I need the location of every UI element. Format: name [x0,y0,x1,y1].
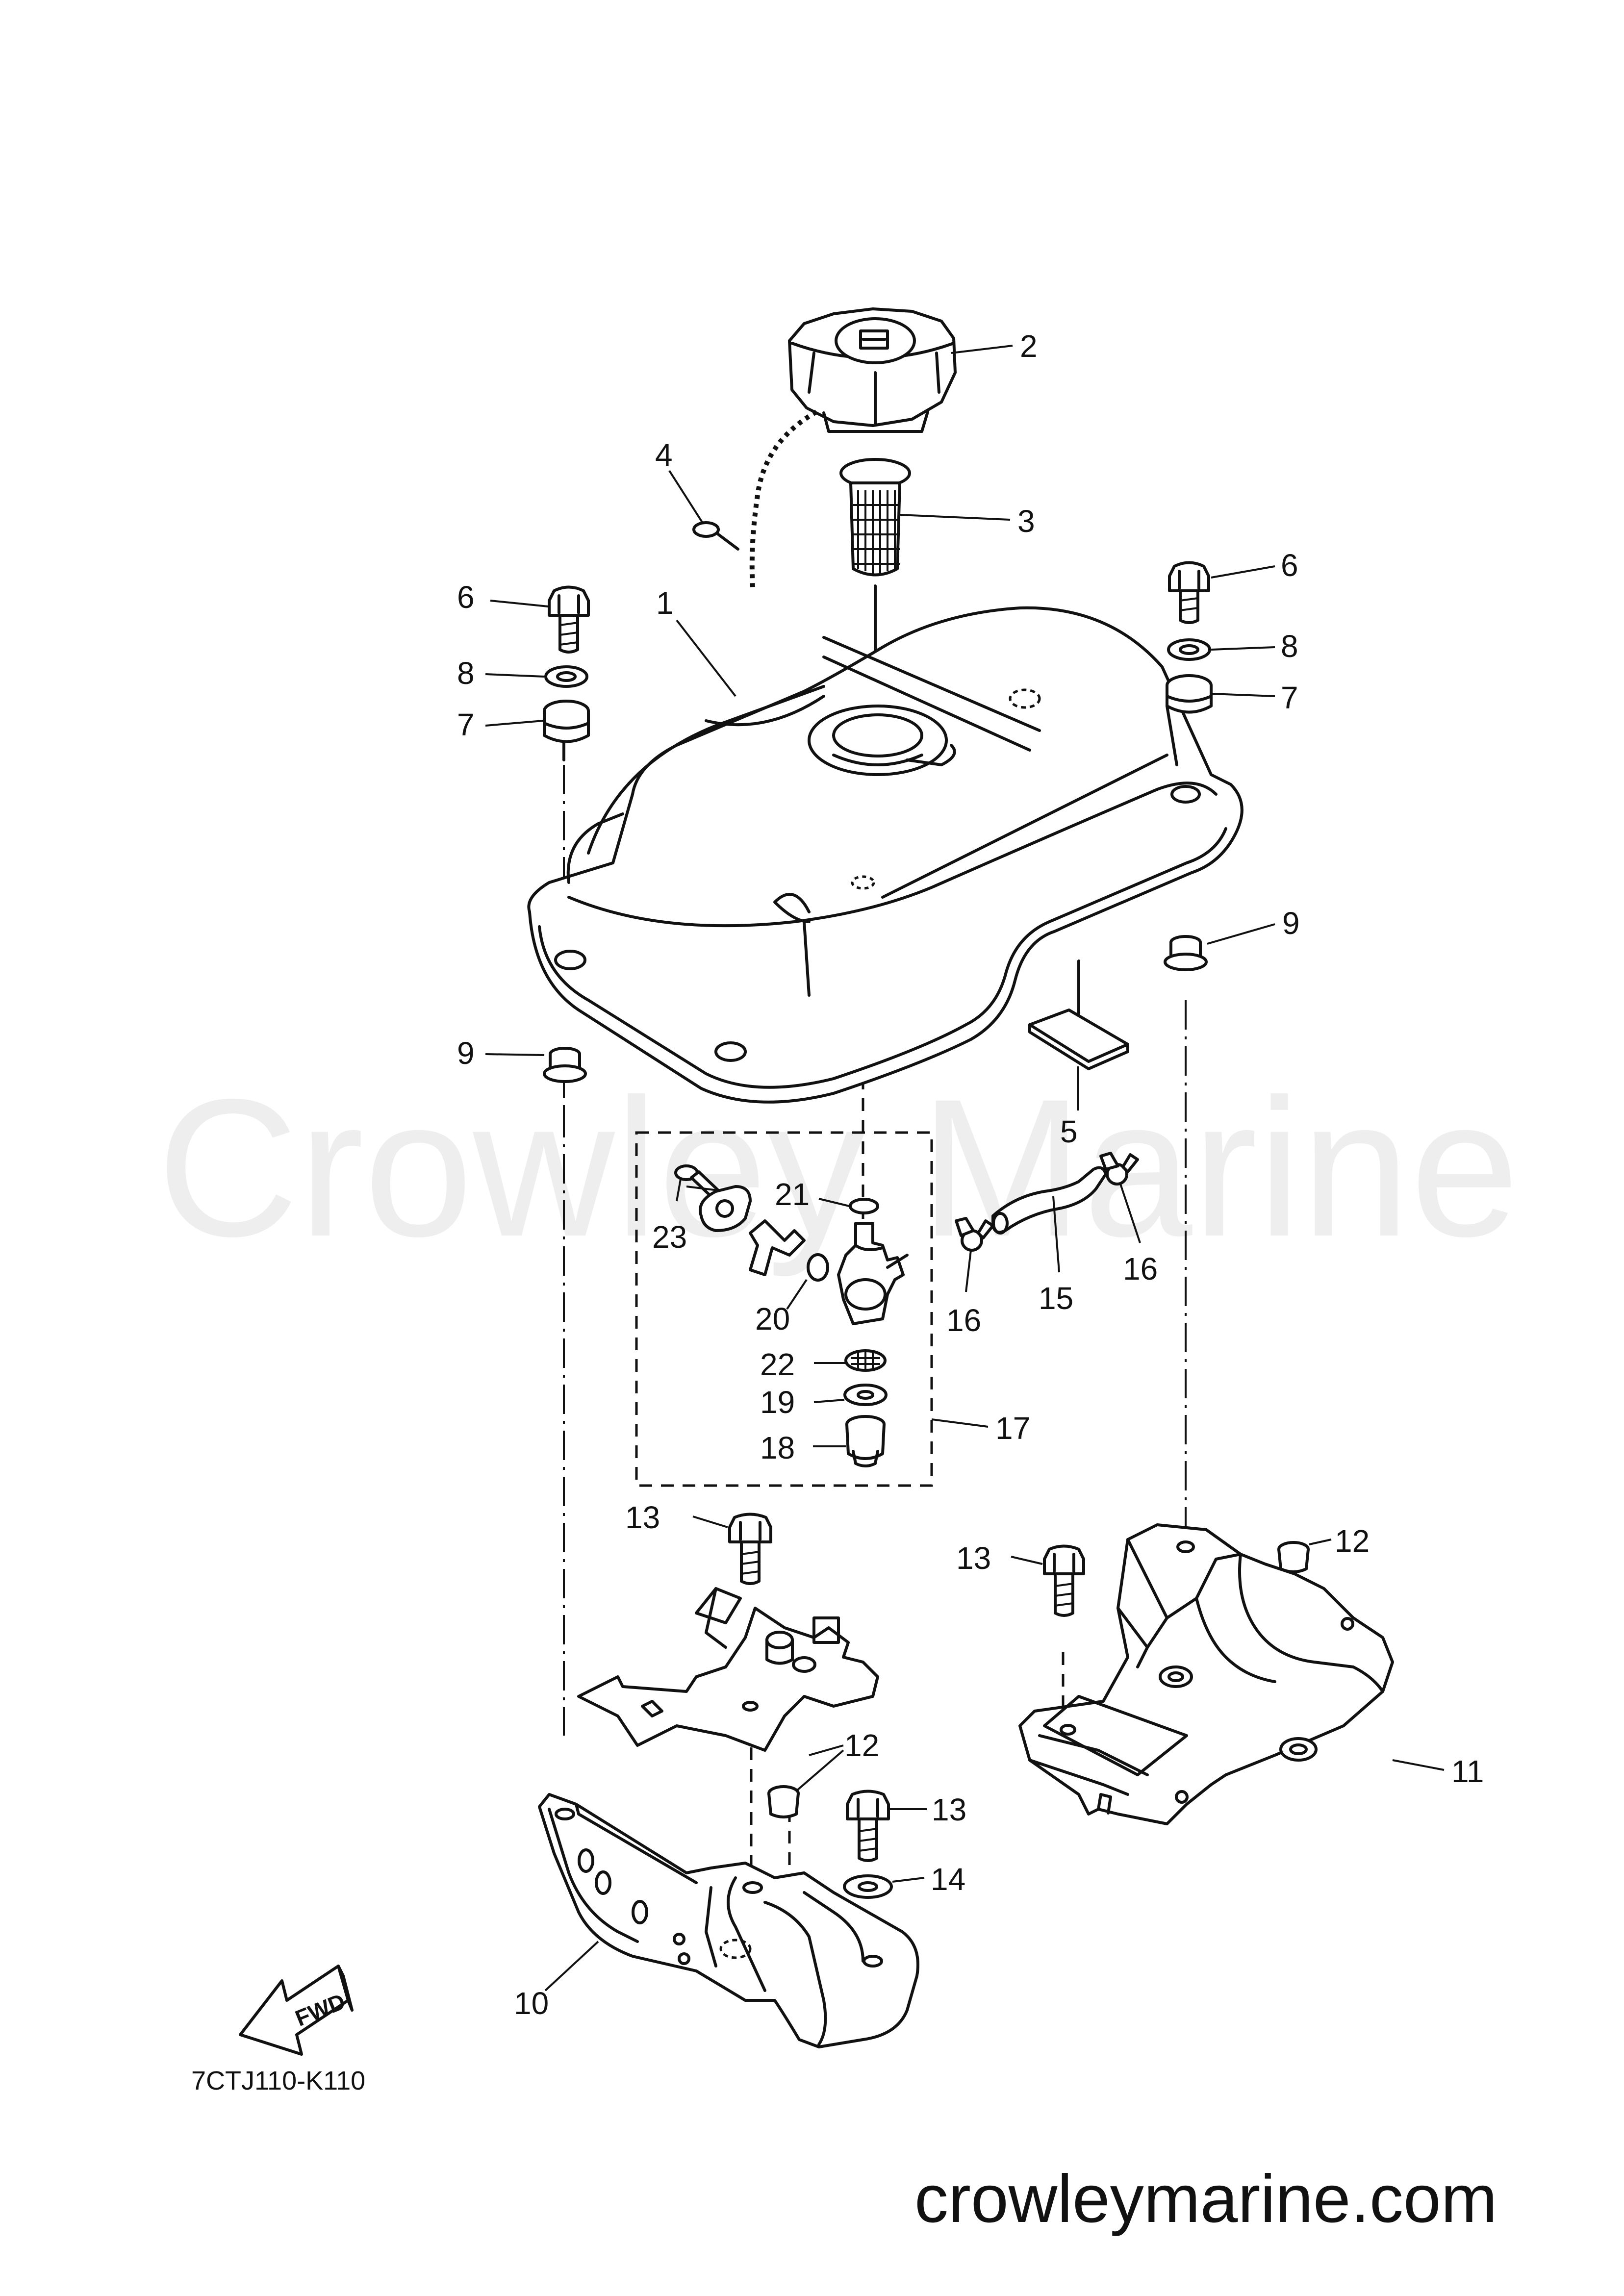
callout-3: 3 [1017,504,1035,539]
leader-lines [485,345,1445,1992]
callout-16-left: 16 [946,1303,981,1338]
washer-8-left [544,665,588,688]
callout-8-left: 8 [457,656,475,691]
callout-15: 15 [1039,1281,1073,1316]
fwd-direction-arrow: FWD [239,1965,354,2056]
callout-7-right: 7 [1281,680,1298,715]
bolt-13-center [728,1513,772,1585]
fuel-cap [788,307,957,433]
callout-6-left: 6 [457,580,475,615]
cap-12-lower [767,1785,800,1818]
cup-18 [845,1415,886,1467]
callout-12-right: 12 [1335,1523,1370,1559]
tank-pad [1028,1009,1129,1070]
bolt-13-right-bracket [1043,1544,1085,1617]
cock-plate [699,1185,752,1232]
callout-4: 4 [655,437,673,473]
callout-14: 14 [931,1862,965,1897]
cock-lever [749,1219,806,1276]
callout-18: 18 [760,1430,795,1465]
watermark: Crowley Marine [157,1058,1520,1279]
callout-9-right: 9 [1282,906,1300,941]
callout-5: 5 [1060,1114,1078,1149]
chain-washer [692,521,739,551]
callout-22: 22 [760,1347,795,1382]
cap-12-right [1277,1541,1310,1573]
grommet-7-right [1166,674,1213,714]
gasket-19 [843,1384,888,1406]
cap-chain [749,409,818,589]
callout-11: 11 [1451,1754,1484,1789]
collar-9-right [1164,935,1208,971]
callout-2: 2 [1020,328,1038,364]
site-footer-url: crowleymarine.com [914,2161,1497,2237]
callout-21: 21 [775,1177,810,1212]
callout-13-center: 13 [625,1500,660,1535]
o-ring-21 [849,1198,879,1214]
washer-8-right [1167,638,1211,661]
diagram-code: 7CTJ110-K110 [191,2066,365,2095]
washer-14 [843,1874,893,1899]
callout-8-right: 8 [1281,629,1298,664]
callout-10: 10 [514,1986,549,2021]
callout-6-right: 6 [1281,548,1298,583]
center-bracket [577,1587,879,1752]
mount-bracket-10 [538,1793,919,2048]
fuel-hose-15 [991,1166,1107,1235]
bolt-6-right [1168,561,1210,624]
callout-17: 17 [995,1411,1030,1446]
callout-9-left: 9 [457,1035,475,1071]
grommet-7-left [543,700,590,743]
filter-22 [844,1349,887,1372]
bolt-13-lower [846,1790,890,1862]
callouts: 2 3 4 1 5 6 6 7 7 8 8 9 9 10 11 12 12 13… [457,328,1484,2021]
fuel-strainer [839,458,911,577]
o-ring-20 [807,1253,829,1282]
callout-1: 1 [656,585,674,621]
fuel-tank [527,606,1243,1104]
collar-9-left [543,1047,587,1083]
callout-23: 23 [652,1219,687,1255]
callout-20: 20 [755,1301,790,1337]
callout-12-lower: 12 [844,1728,879,1763]
under-cover-11 [1018,1523,1394,1825]
callout-7-left: 7 [457,707,475,742]
callout-16-right: 16 [1123,1251,1158,1287]
callout-13-lower: 13 [932,1792,966,1827]
bolt-6-left [548,585,590,654]
callout-13-right: 13 [956,1540,991,1576]
fuel-cock-body [837,1222,909,1325]
callout-19: 19 [760,1385,795,1420]
clip-16-left [955,1217,994,1252]
